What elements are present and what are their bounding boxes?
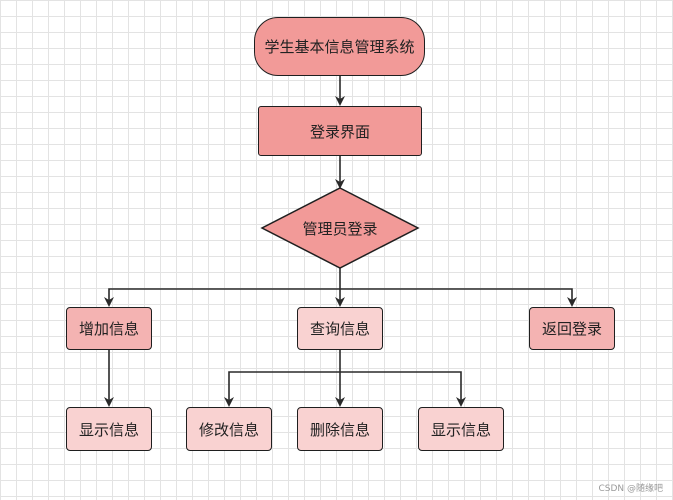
watermark-text: CSDN @随缘吧	[598, 484, 663, 494]
decision-diamond-shape	[260, 187, 420, 269]
edge-query-to-modify	[224, 371, 340, 407]
back-to-login-node[interactable]: 返回登录	[529, 307, 615, 350]
delete-info-node[interactable]: 删除信息	[297, 407, 383, 451]
query-show-info-node[interactable]: 显示信息	[418, 407, 504, 451]
edge-decision-to-back	[340, 288, 577, 307]
modify-info-node[interactable]: 修改信息	[186, 407, 272, 451]
query-info-node[interactable]: 查询信息	[297, 307, 383, 350]
edge-query-to-show	[340, 371, 466, 407]
add-info-node[interactable]: 增加信息	[66, 307, 152, 350]
decision-node-label[interactable]: 管理员登录	[302, 219, 378, 238]
title-node[interactable]: 学生基本信息管理系统	[254, 17, 425, 76]
login-node[interactable]: 登录界面	[258, 106, 422, 156]
edge-decision-to-add	[104, 268, 341, 307]
add-show-info-node[interactable]: 显示信息	[66, 407, 152, 451]
